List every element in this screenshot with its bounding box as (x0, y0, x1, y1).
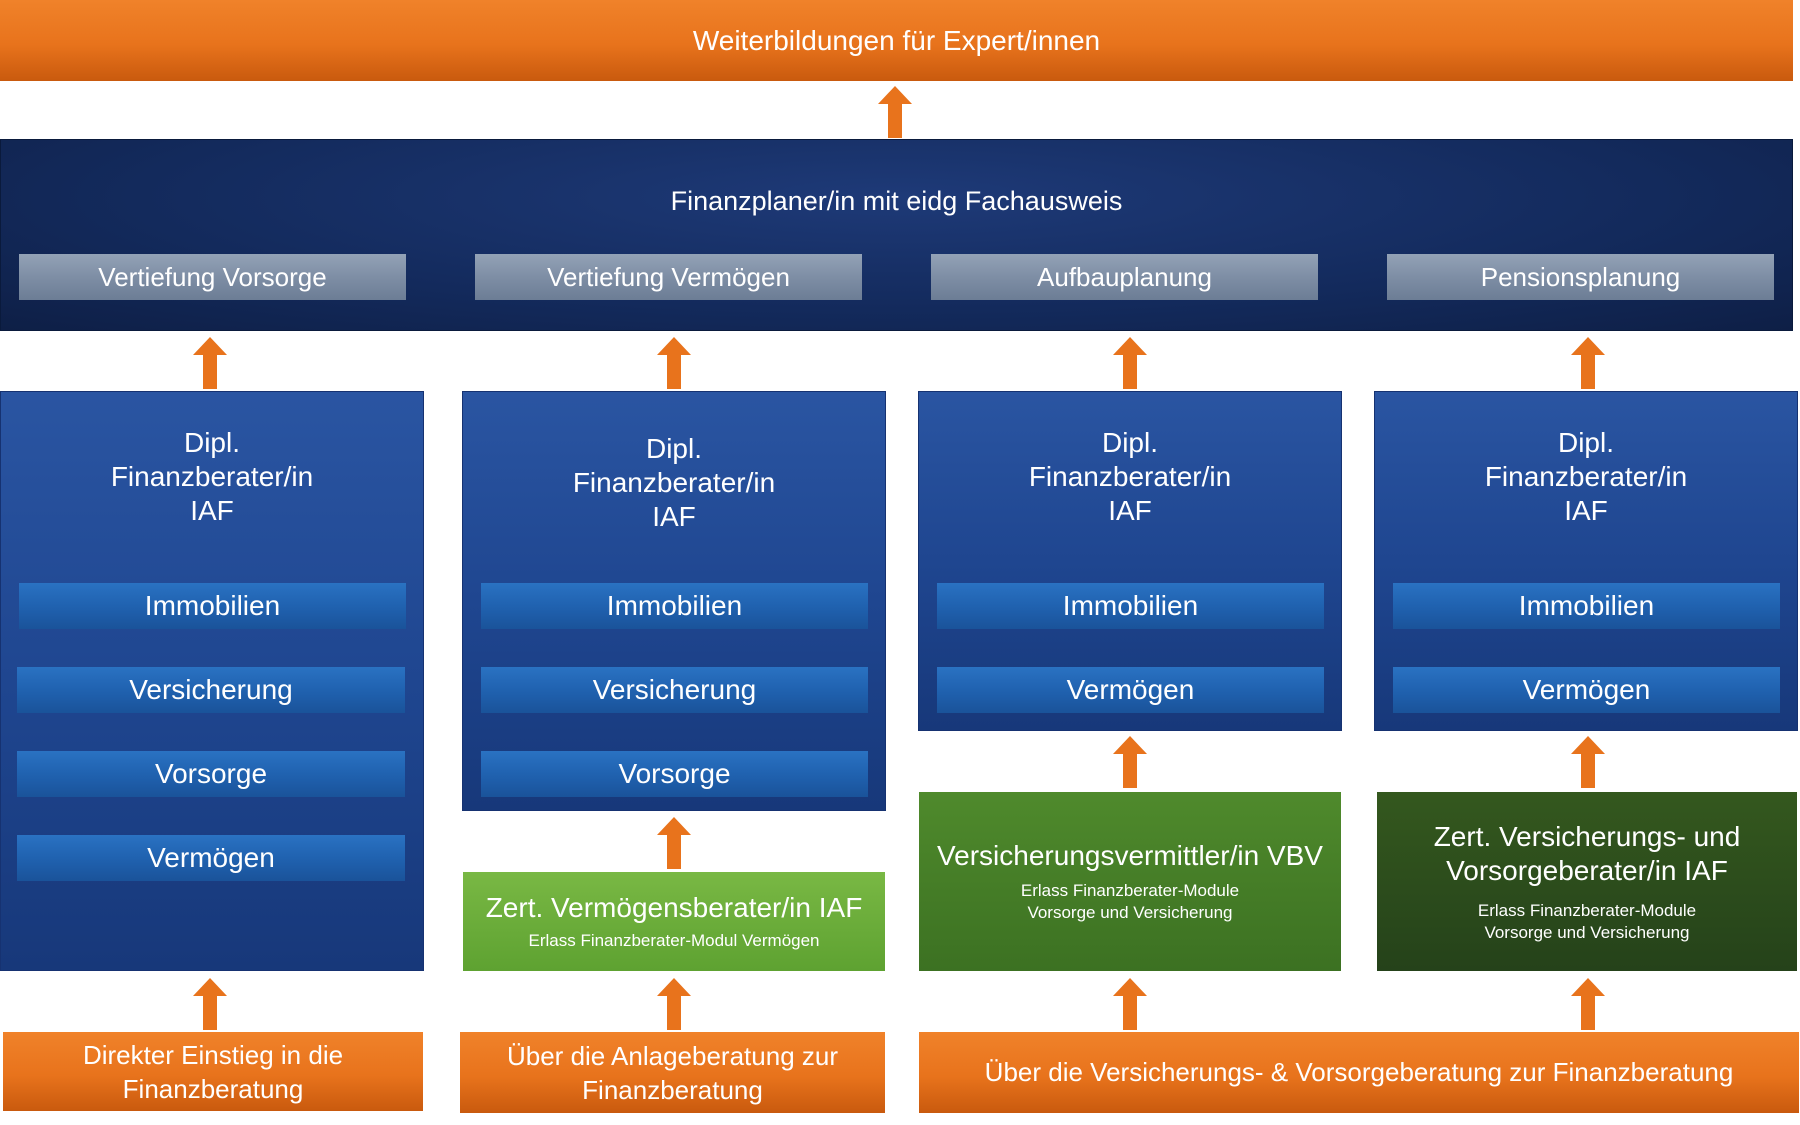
diploma-box-1: Dipl. Finanzberater/in IAF Immobilien Ve… (0, 391, 424, 971)
module-vermoegen: Vermögen (17, 835, 405, 881)
entry-anlageberatung: Über die Anlageberatung zur Finanzberatu… (460, 1032, 885, 1113)
arrow-up-icon (657, 978, 691, 1030)
planner-title: Finanzplaner/in mit eidg Fachausweis (670, 186, 1123, 216)
module-immobilien: Immobilien (19, 583, 406, 629)
entry-direkter-einstieg: Direkter Einstieg in die Finanzberatung (3, 1032, 423, 1111)
diploma-title: Dipl. Finanzberater/in IAF (1484, 427, 1688, 526)
diploma-box-2: Dipl. Finanzberater/in IAF Immobilien Ve… (462, 391, 886, 811)
arrow-up-icon (1113, 337, 1147, 389)
diploma-box-3: Dipl. Finanzberater/in IAF Immobilien Ve… (918, 391, 1342, 731)
arrow-up-icon (1571, 736, 1605, 788)
module-vorsorge: Vorsorge (17, 751, 405, 797)
diploma-title: Dipl. Finanzberater/in IAF (1028, 427, 1232, 526)
module-vermoegen: Vermögen (937, 667, 1324, 713)
certificate-note: Erlass Finanzberater-Module (1020, 880, 1240, 900)
planner-module: Aufbauplanung (931, 254, 1318, 300)
arrow-up-icon (878, 86, 912, 138)
top-banner: Weiterbildungen für Expert/innen (0, 0, 1793, 81)
module-immobilien: Immobilien (937, 583, 1324, 629)
arrow-up-icon (1571, 978, 1605, 1030)
top-banner-title: Weiterbildungen für Expert/innen (692, 24, 1101, 56)
planner-module: Vertiefung Vorsorge (19, 254, 406, 300)
arrow-up-icon (1113, 978, 1147, 1030)
diploma-title: Dipl. Finanzberater/in IAF (110, 427, 314, 526)
module-vorsorge: Vorsorge (481, 751, 868, 797)
entry-versicherungs-vorsorgeberatung: Über die Versicherungs- & Vorsorgeberatu… (919, 1032, 1799, 1113)
arrow-up-icon (657, 337, 691, 389)
module-immobilien: Immobilien (481, 583, 868, 629)
planner-module: Vertiefung Vermögen (475, 254, 862, 300)
certificate-note: Vorsorge und Versicherung (1484, 922, 1690, 942)
certificate-versicherungs-vorsorgeberater: Zert. Versicherungs- und Vorsorgeberater… (1377, 792, 1797, 971)
module-versicherung: Versicherung (481, 667, 868, 713)
module-immobilien: Immobilien (1393, 583, 1780, 629)
arrow-up-icon (193, 337, 227, 389)
diploma-box-4: Dipl. Finanzberater/in IAF Immobilien Ve… (1374, 391, 1798, 731)
certificate-title: Zert. Vermögensberater/in IAF (485, 891, 863, 923)
certificate-title: Versicherungsvermittler/in VBV (937, 839, 1323, 871)
planner-panel: Finanzplaner/in mit eidg Fachausweis Ver… (0, 139, 1793, 331)
arrow-up-icon (1113, 736, 1147, 788)
certificate-versicherungsvermittler: Versicherungsvermittler/in VBV Erlass Fi… (919, 792, 1341, 971)
arrow-up-icon (1571, 337, 1605, 389)
module-versicherung: Versicherung (17, 667, 405, 713)
certificate-vermoegensberater: Zert. Vermögensberater/in IAF Erlass Fin… (463, 872, 885, 971)
module-vermoegen: Vermögen (1393, 667, 1780, 713)
arrow-up-icon (193, 978, 227, 1030)
certificate-note: Erlass Finanzberater-Module (1477, 900, 1697, 920)
certificate-note: Vorsorge und Versicherung (1027, 902, 1233, 922)
diploma-title: Dipl. Finanzberater/in IAF (572, 433, 776, 532)
arrow-up-icon (657, 817, 691, 869)
certificate-note: Erlass Finanzberater-Modul Vermögen (528, 930, 820, 950)
planner-module: Pensionsplanung (1387, 254, 1774, 300)
certificate-title: Zert. Versicherungs- und Vorsorgeberater… (1433, 820, 1741, 886)
